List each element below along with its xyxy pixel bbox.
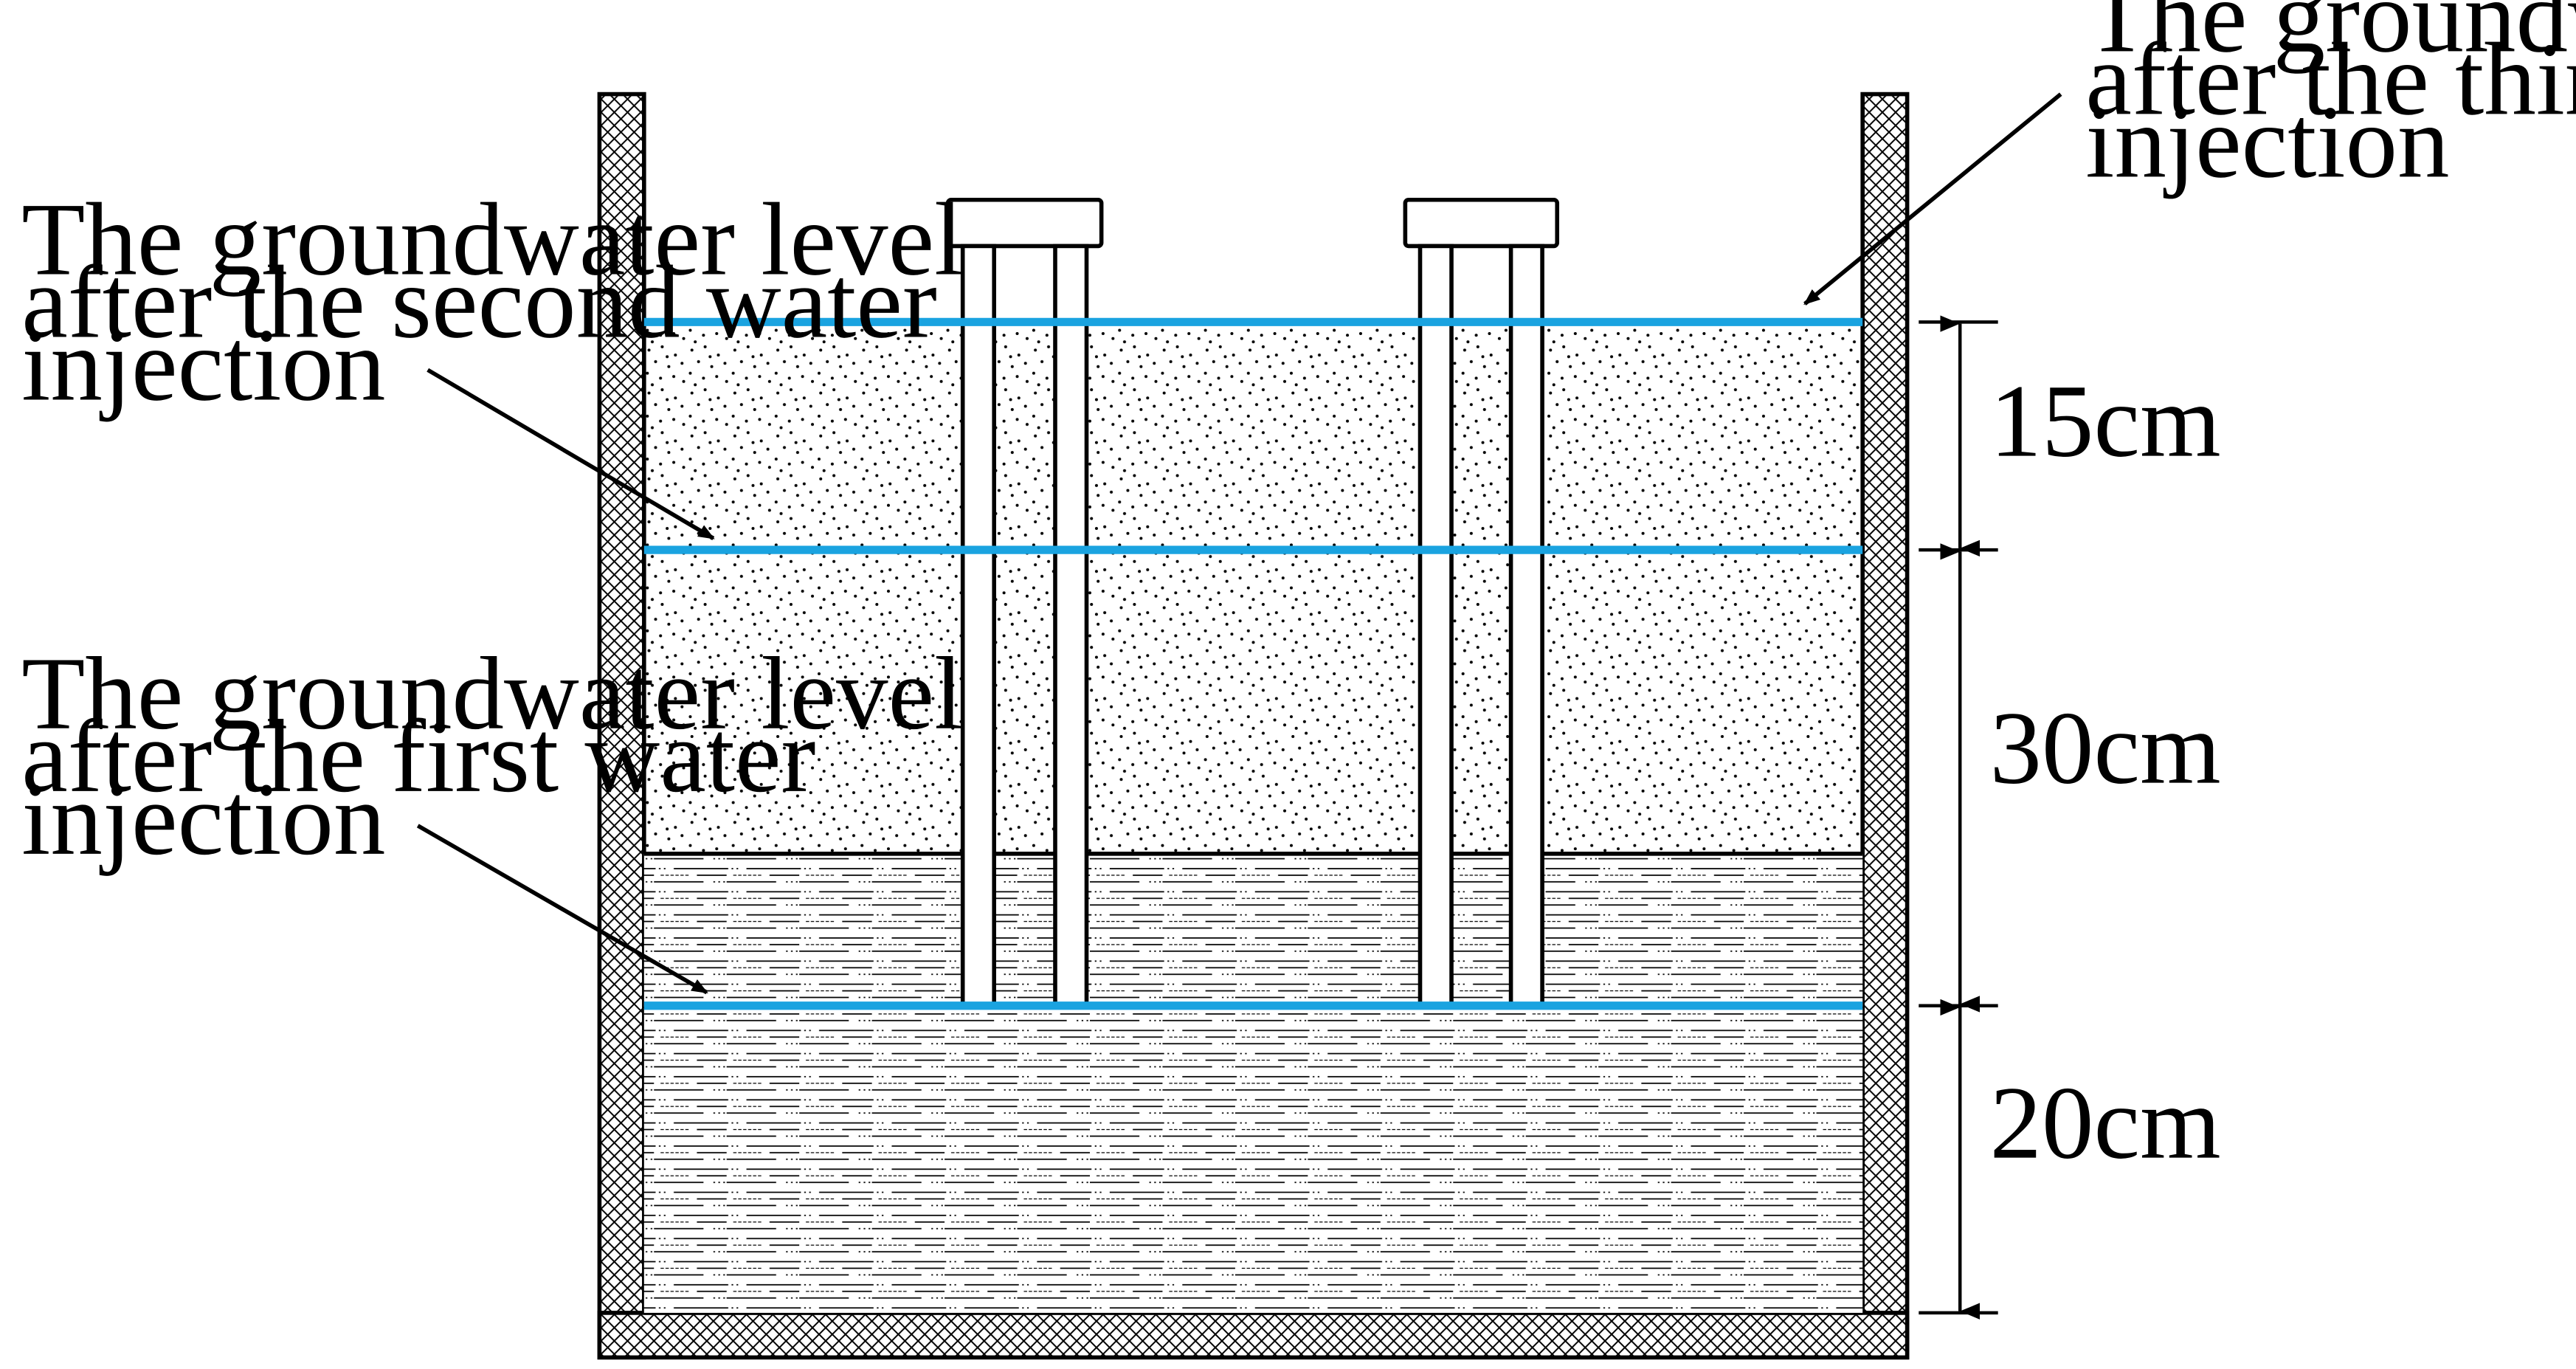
arrow-first-injection <box>416 824 708 995</box>
label-third-line3: injection <box>2085 84 2449 199</box>
tank-bottom <box>597 1311 1910 1360</box>
label-first-injection: The groundwater level after the first wa… <box>21 636 963 877</box>
label-third-line2: after the third water <box>2085 21 2576 137</box>
dim-label-top: 15cm <box>1989 364 2220 479</box>
pipe-right-leg-a <box>1418 244 1454 1008</box>
pipe-right-leg-b <box>1508 244 1544 1008</box>
pipe-left-leg-a <box>960 244 996 1008</box>
label-second-line3: injection <box>21 308 385 423</box>
label-third-injection: The groundwater level after the third wa… <box>2085 0 2576 199</box>
pipe-left-leg-b <box>1053 244 1089 1008</box>
dim-label-bottom: 20cm <box>1989 1066 2220 1181</box>
dim-label-middle: 30cm <box>1989 691 2220 806</box>
arrow-second-injection <box>427 368 715 540</box>
dimension-lines <box>1919 315 1998 1320</box>
label-third-line1: The groundwater level <box>2085 0 2576 74</box>
pipe-left <box>945 197 1104 1008</box>
pipe-right-cap <box>1403 197 1560 249</box>
label-second-injection: The groundwater level after the second w… <box>21 182 963 422</box>
label-first-line3: injection <box>21 762 385 877</box>
label-second-line1: The groundwater level <box>21 182 963 297</box>
label-first-line2: after the first water <box>21 699 815 814</box>
label-second-line2: after the second water <box>21 244 937 359</box>
arrow-third-injection <box>1803 92 2062 306</box>
sand-layer <box>643 322 1863 854</box>
label-first-line1: The groundwater level <box>21 636 963 751</box>
pipe-right <box>1403 197 1560 1008</box>
pipe-left-cap <box>945 197 1104 249</box>
clay-layer <box>643 853 1863 1313</box>
tank-right-wall <box>1860 92 1910 1360</box>
